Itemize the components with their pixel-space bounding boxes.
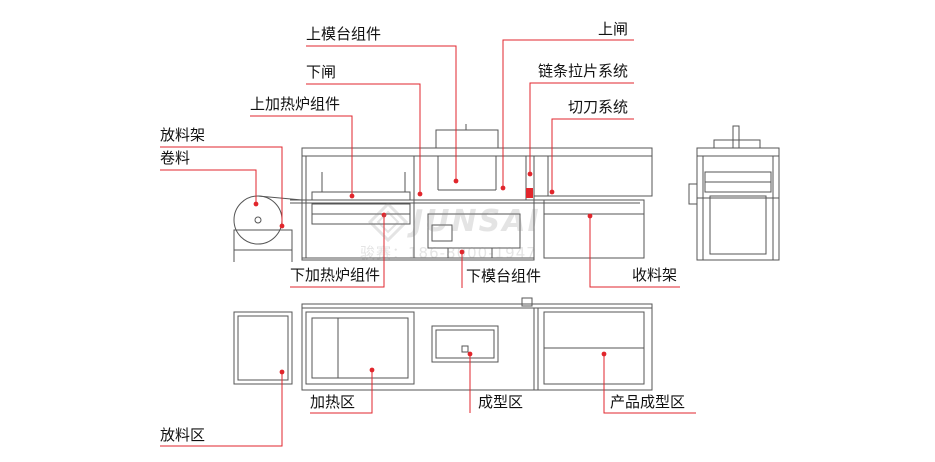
label-receiving-rack: 收料架 — [632, 266, 678, 284]
label-forming-zone: 成型区 — [478, 393, 524, 411]
leader-lines — [160, 39, 696, 447]
label-cutter-system: 切刀系统 — [568, 98, 629, 116]
label-lower-gate: 下闸 — [306, 63, 337, 81]
front-view — [233, 124, 653, 262]
unwind-stand — [233, 229, 293, 251]
upper-mold — [435, 129, 499, 149]
label-upper-gate: 上闸 — [598, 20, 629, 38]
side-view — [688, 125, 780, 261]
cutter-section — [533, 155, 653, 197]
label-lower-heater: 下加热炉组件 — [290, 266, 381, 284]
heating-zone-outline — [305, 311, 415, 385]
unwind-zone-outline — [233, 311, 293, 385]
top-view — [233, 297, 653, 391]
label-unwind-zone: 放料区 — [160, 426, 206, 444]
label-product-forming-zone: 产品成型区 — [610, 393, 686, 411]
forming-zone-outline — [431, 325, 499, 363]
lower-mold — [427, 213, 521, 249]
front-body — [301, 155, 535, 261]
upper-heater — [311, 191, 411, 201]
label-chain-system: 链条拉片系统 — [538, 62, 629, 80]
leader-dots — [253, 171, 607, 375]
receiving-rack — [543, 199, 645, 259]
label-unwind-rack: 放料架 — [160, 126, 206, 144]
label-upper-heater: 上加热炉组件 — [250, 95, 341, 113]
label-heating-zone: 加热区 — [310, 393, 356, 411]
front-frame — [301, 147, 653, 157]
label-film-roll: 卷料 — [160, 149, 191, 167]
label-lower-mold: 下模台组件 — [466, 267, 542, 285]
label-upper-mold: 上模台组件 — [306, 25, 382, 43]
